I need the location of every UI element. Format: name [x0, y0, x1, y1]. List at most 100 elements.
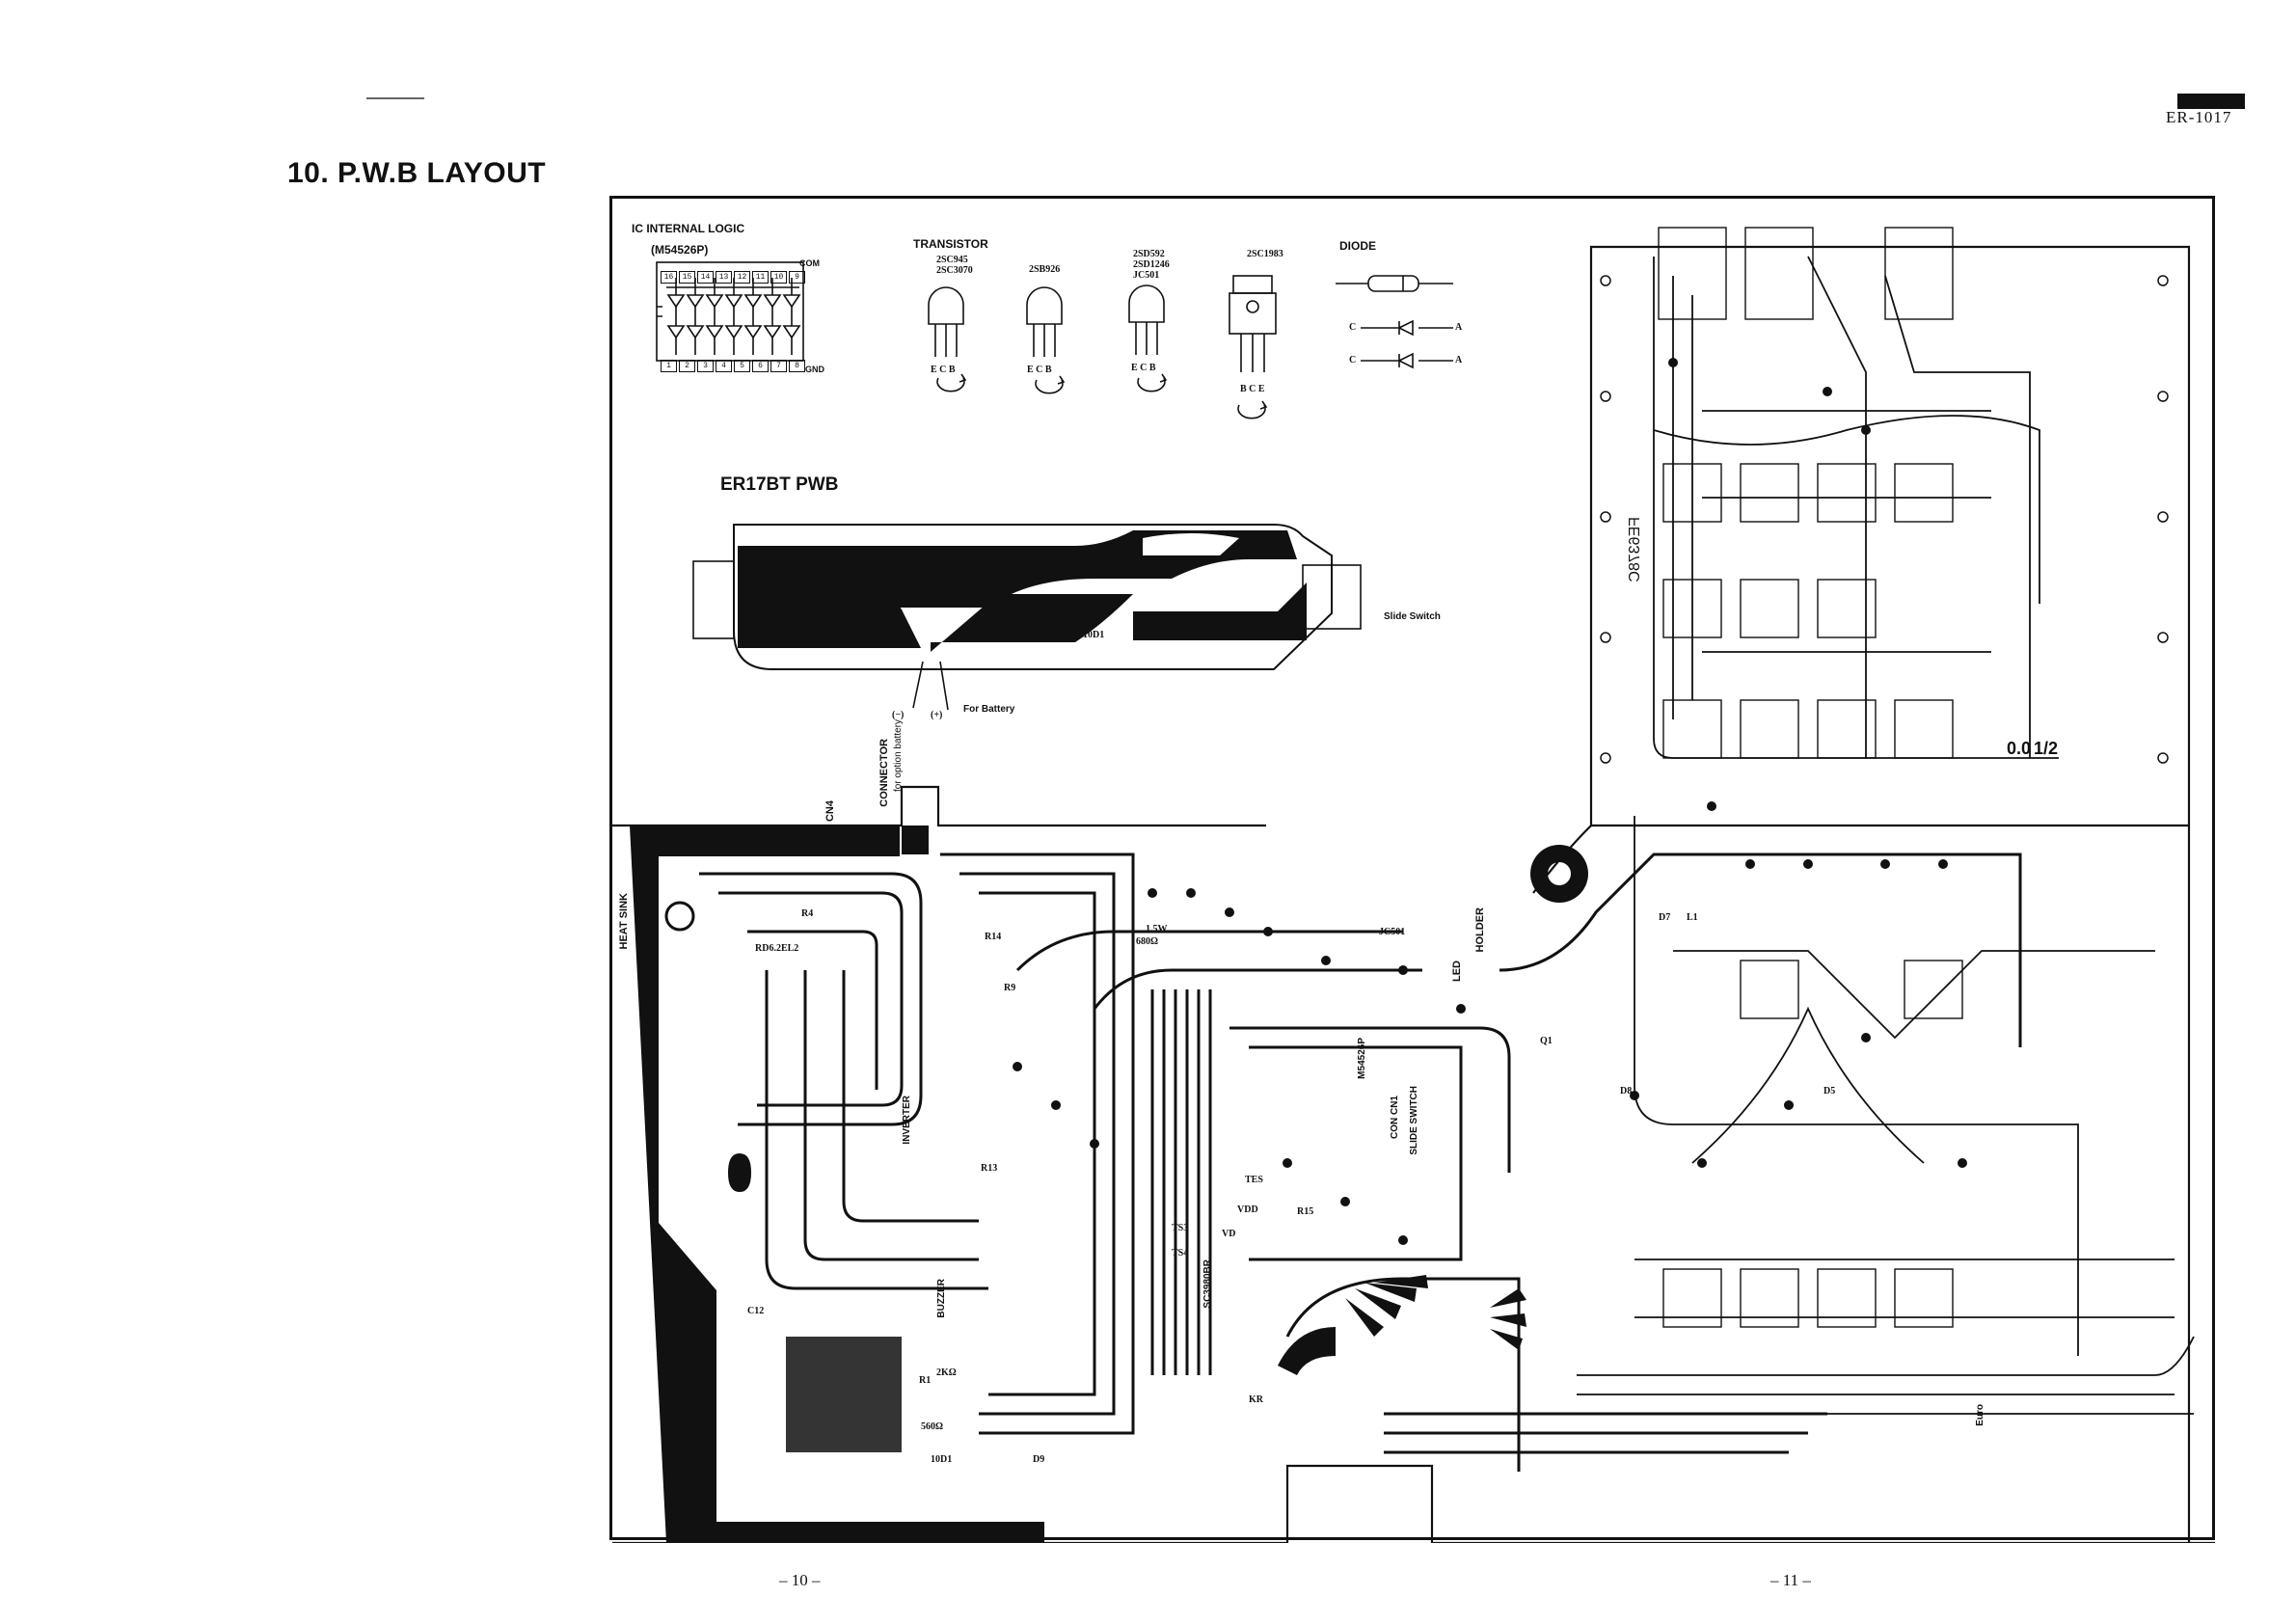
er17bt-mark: FE6378C: [844, 596, 918, 615]
led-label: LED: [1451, 961, 1463, 982]
diode-a-1: A: [1455, 322, 1463, 333]
er17bt-d1: 10D1: [906, 558, 929, 569]
fan-pattern: [1278, 1275, 1526, 1375]
diode-a-2: A: [1455, 355, 1463, 365]
cn4-label: CN4: [824, 800, 836, 823]
val-680: 680Ω: [1136, 936, 1159, 947]
holder-label: HOLDER: [1474, 907, 1486, 953]
ic-logic-title: IC INTERNAL LOGIC: [632, 222, 745, 235]
ref-q1: Q1: [1540, 1036, 1553, 1046]
ref-jc501: JC501: [1379, 927, 1406, 937]
ic-pin: 6: [752, 360, 769, 372]
ic-pin: 2: [679, 360, 695, 372]
transistor-pins-2: E C B: [1027, 365, 1052, 375]
main-board-traces: [699, 853, 2022, 1472]
val-15w: 1.5W: [1146, 924, 1168, 934]
diode-c-2: C: [1349, 355, 1357, 365]
ic-logic-part: (M54526P): [651, 243, 709, 257]
ref-r4: R4: [801, 908, 814, 919]
er17bt-r1: 33Ω 3W: [1046, 558, 1081, 569]
ref-d7: D7: [1659, 912, 1671, 923]
ref-d5: D5: [1823, 1086, 1836, 1096]
doc-code: ER-1017: [2166, 108, 2232, 126]
ic-pin: 3: [697, 360, 714, 372]
main-board-outline: [612, 245, 2215, 1543]
solder-pads: [1013, 358, 1967, 1245]
ref-r14: R14: [985, 932, 1002, 942]
ic-pin: 5: [734, 360, 750, 372]
ic-pin: 9: [789, 271, 805, 284]
ref-vdd: VDD: [1237, 1204, 1258, 1215]
ic-gate-arrays: [666, 278, 801, 355]
er17bt-copper: [738, 530, 1307, 652]
ref-d8: D8: [1620, 1086, 1633, 1096]
transistor-pins-4: B C E: [1240, 384, 1265, 394]
ref-r9: R9: [1004, 983, 1016, 993]
ref-l1: L1: [1687, 912, 1698, 923]
ref-ts3: TS3: [1172, 1223, 1189, 1233]
ic-pin: 16: [661, 271, 677, 284]
ref-rd62: RD6.2EL2: [755, 943, 799, 954]
er17bt-neg: (−): [892, 710, 905, 720]
transistor-part-2: 2SB926: [1029, 264, 1061, 275]
buzzer-label: BUZZER: [936, 1279, 947, 1318]
ic-pin: 13: [716, 271, 732, 284]
transistor-part-4: 2SC1983: [1247, 249, 1283, 259]
ic-pin: 7: [770, 360, 787, 372]
inverter-label: INVERTER: [902, 1096, 912, 1145]
ic-pin: 8: [789, 360, 805, 372]
diode-c-1: C: [1349, 322, 1357, 333]
ref-kr: KR: [1249, 1394, 1263, 1405]
section-title: 10. P.W.B LAYOUT: [287, 157, 547, 189]
mounting-holes: [1600, 275, 2169, 764]
ic-pin: 12: [734, 271, 750, 284]
doc-code-bar: [2177, 94, 2245, 109]
ref-10d1: 10D1: [931, 1454, 953, 1465]
ref-d9: D9: [1033, 1454, 1045, 1465]
ref-ts4: TS4: [1172, 1248, 1189, 1259]
lsi-label: SC3980BR: [1202, 1259, 1213, 1309]
heat-sink-hole: [659, 862, 1571, 937]
er17bt-r2: 330Ω: [1082, 604, 1105, 614]
er17bt-title: ER17BT PWB: [720, 474, 839, 495]
val-zero: 0.0: [2007, 739, 2032, 758]
transistor-pins-3: E C B: [1131, 363, 1156, 373]
transistor-pins-1: E C B: [931, 365, 956, 375]
ic-m54526p-label: M54526P: [1357, 1038, 1367, 1079]
ref-r1: R1: [919, 1375, 932, 1386]
er17bt-slide-switch: Slide Switch: [1384, 611, 1441, 622]
ic-com-label: COM: [799, 258, 820, 268]
connector-label: CONNECTOR: [878, 739, 890, 807]
ref-vd: VD: [1222, 1229, 1236, 1239]
ic-pin: 14: [697, 271, 714, 284]
slide-switch-label: SLIDE SWITCH: [1409, 1086, 1419, 1155]
val-560: 560Ω: [921, 1421, 944, 1432]
option-battery-label: for option battery: [893, 719, 904, 793]
ic-pin: 15: [679, 271, 695, 284]
er17bt-d2: 10D1: [1083, 630, 1105, 640]
page-number-left: – 10 –: [779, 1571, 821, 1589]
ic-pin: 11: [752, 271, 769, 284]
heat-sink-label: HEAT SINK: [618, 893, 630, 950]
ref-r15: R15: [1297, 1206, 1314, 1217]
ic-pin: 1: [661, 360, 677, 372]
pcb-artwork: [612, 227, 2215, 1543]
er17bt-battery: For Battery: [963, 704, 1015, 715]
main-board-ground-plane: [630, 826, 1588, 1543]
ref-tes: TES: [1245, 1175, 1263, 1185]
ic-pin: 10: [770, 271, 787, 284]
val-half: 1/2: [2034, 739, 2059, 758]
val-2k: 2KΩ: [936, 1367, 957, 1378]
ref-r13: R13: [981, 1163, 998, 1174]
ic-pin: 4: [716, 360, 732, 372]
board-mark: FE6378C: [1627, 517, 1643, 582]
right-board-traces: [1577, 256, 2195, 1415]
er17bt-pos: (+): [931, 710, 943, 720]
euro-label: Euro: [1975, 1404, 1985, 1426]
ic-gnd-label: GND: [805, 365, 824, 374]
transistor-title: TRANSISTOR: [913, 237, 988, 251]
